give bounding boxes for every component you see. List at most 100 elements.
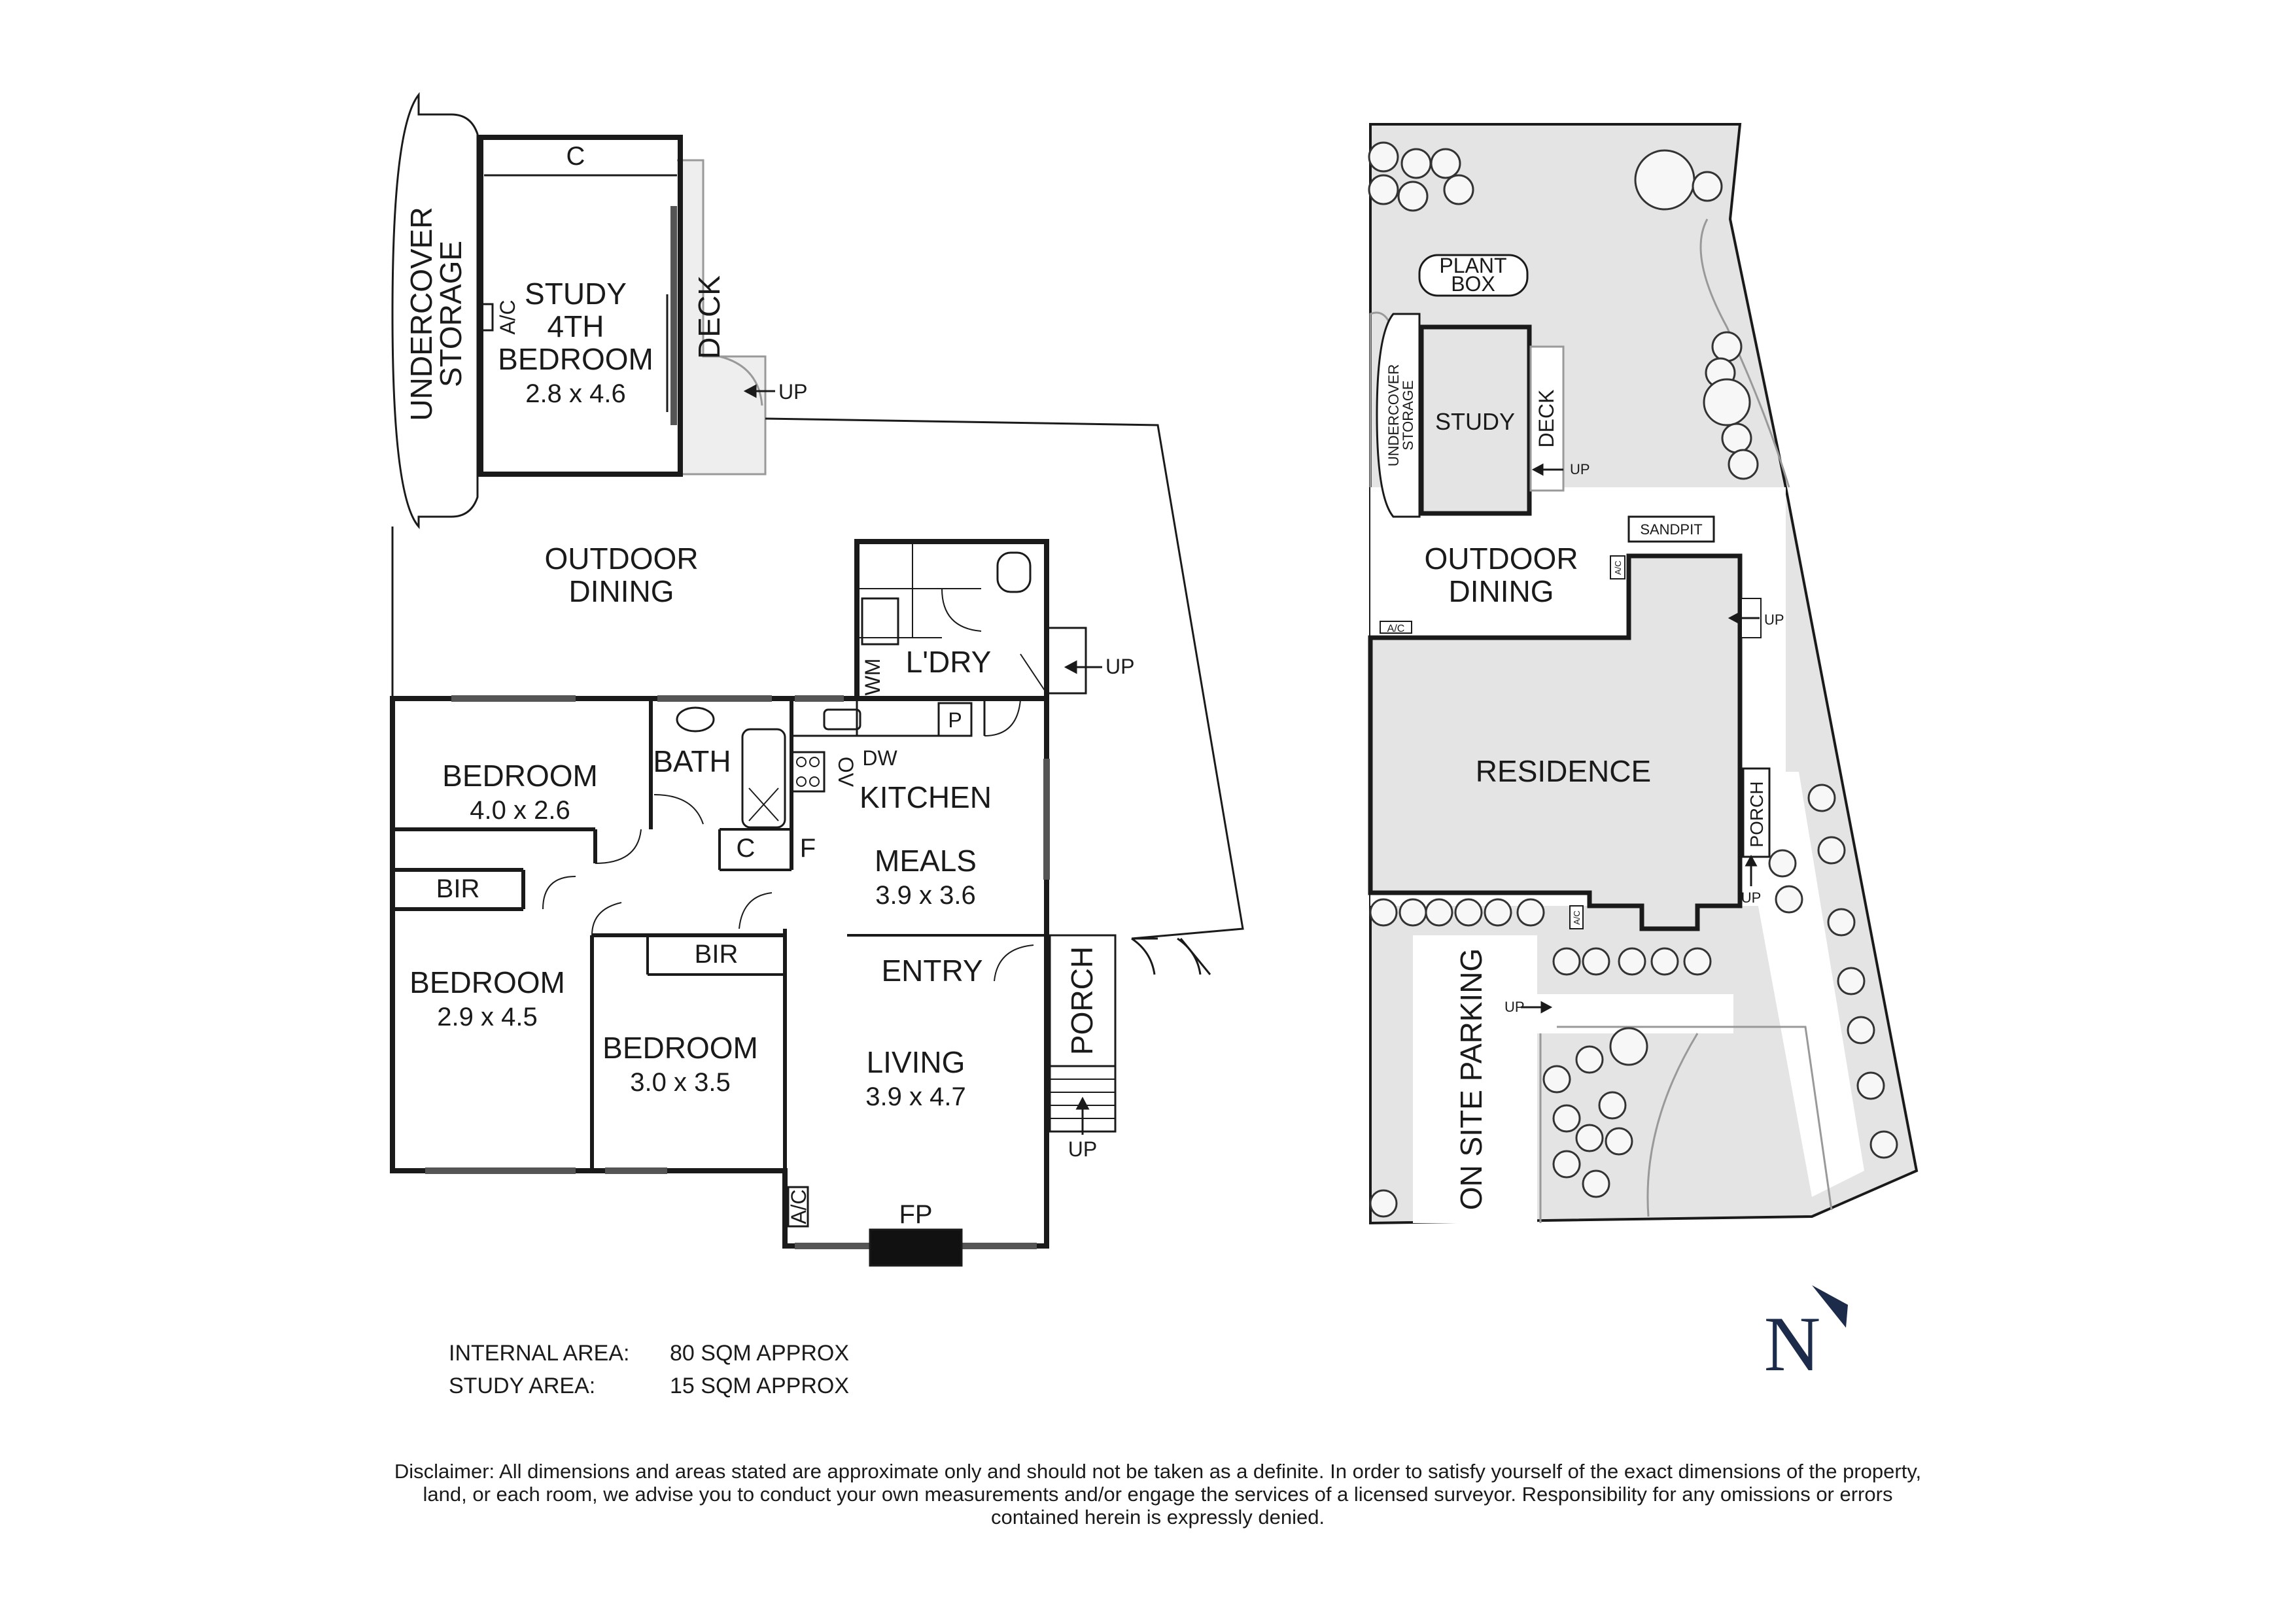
internal-area-label: INTERNAL AREA:: [449, 1341, 630, 1366]
basin: [676, 706, 715, 733]
meals-label: MEALS: [875, 844, 977, 878]
study-label-2: 4TH: [547, 309, 604, 343]
kitchen-label: KITCHEN: [860, 780, 992, 814]
porch-up-label: UP: [1068, 1137, 1097, 1161]
site-ac-right-label: A/C: [1613, 561, 1623, 575]
study-label-1: STUDY: [525, 277, 627, 311]
cooktop: [790, 751, 825, 793]
sandpit: [1627, 515, 1715, 543]
drive-strip: [1537, 994, 1733, 1033]
hall-door: [739, 892, 773, 929]
residence-label: RESIDENCE: [1476, 754, 1651, 788]
bedroom1-label: BEDROOM: [442, 759, 598, 793]
residence: [1368, 553, 1743, 931]
site-arrows: [1521, 463, 1760, 1014]
parking-label: ON SITE PARKING: [1454, 948, 1488, 1210]
floor-arrows: [743, 384, 1102, 1135]
site-study: [1419, 324, 1532, 516]
plant-box: [1418, 254, 1529, 297]
north-compass: N: [1764, 1285, 1848, 1387]
entry-door: [994, 944, 1034, 982]
laundry-door: [941, 588, 982, 632]
bir1-label: BIR: [436, 874, 480, 903]
sandpit-label: SANDPIT: [1640, 521, 1702, 538]
toilet: [996, 551, 1032, 593]
undercover-storage-outline: [391, 92, 479, 529]
site-side-up-label: UP: [1764, 612, 1784, 628]
parking-strip: [1413, 935, 1537, 1223]
undercover-storage-label-2: STORAGE: [434, 241, 468, 387]
site-deck-label: DECK: [1535, 390, 1558, 448]
study-ac-label: A/C: [496, 300, 519, 334]
plant-box-label-2: BOX: [1451, 272, 1495, 296]
bath-label: BATH: [653, 744, 731, 778]
porch-label: PORCH: [1065, 946, 1099, 1055]
kitchen-door: [984, 699, 1021, 736]
meals-dimensions: 3.9 x 3.6: [875, 881, 975, 910]
bedroom3-label: BEDROOM: [602, 1031, 758, 1065]
fireplace: [869, 1228, 963, 1267]
sink: [823, 708, 861, 731]
bedroom2-door: [542, 876, 576, 910]
floor-plan: [390, 92, 1244, 1267]
study-ac-unit: [479, 303, 494, 332]
fireplace-label: FP: [899, 1200, 932, 1229]
laundry-exit-door: [1047, 627, 1087, 695]
entry-label: ENTRY: [881, 954, 982, 988]
laundry-label: L'DRY: [906, 645, 992, 679]
trees: [1368, 141, 1898, 1218]
site-outdoor-dining-label-2: DINING: [1449, 574, 1554, 608]
living-label: LIVING: [867, 1045, 965, 1079]
deck-outline: [677, 159, 767, 475]
site-plan: PLANT BOX UNDERCOVER STORAGE STUDY DECK …: [1368, 123, 1919, 1225]
site-undercover-label-2: STORAGE: [1400, 380, 1416, 450]
study-label-3: BEDROOM: [498, 342, 653, 376]
site-undercover-storage: [1376, 313, 1421, 518]
fridge-label: F: [800, 834, 816, 863]
oven-label: OV: [834, 757, 858, 787]
outdoor-dining-outline: [391, 417, 1244, 975]
bedroom3-dimensions: 3.0 x 3.5: [630, 1068, 730, 1097]
living-ac-label: A/C: [787, 1189, 810, 1224]
site-porch-label: PORCH: [1747, 781, 1767, 847]
deck-up-label: UP: [778, 380, 807, 404]
bir2-label: BIR: [695, 940, 739, 969]
bedroom2-dimensions: 2.9 x 4.5: [437, 1003, 537, 1031]
wm-label: WM: [861, 659, 884, 696]
bath-door: [653, 794, 704, 825]
living-ac-unit: [787, 1186, 809, 1228]
parking-up-label: UP: [1504, 999, 1525, 1015]
deck-label: DECK: [692, 275, 726, 359]
site-deck: [1529, 345, 1565, 492]
laundry-tub: [861, 597, 899, 646]
outdoor-dining-label-1: OUTDOOR: [544, 542, 698, 576]
compass-letter: N: [1764, 1300, 1821, 1387]
site-porch-up-label: UP: [1741, 890, 1762, 906]
side-path: [1733, 772, 1864, 1197]
disclaimer-text: Disclaimer: All dimensions and areas sta…: [394, 1460, 1922, 1529]
laundry-up-label: UP: [1105, 655, 1134, 678]
laundry-room: [854, 539, 1049, 701]
study-area-value: 15 SQM APPROX: [670, 1373, 849, 1398]
outdoor-dining-label-2: DINING: [569, 574, 674, 608]
study-closet-label: C: [566, 142, 585, 171]
site-porch: [1742, 767, 1771, 858]
bedroom2-label: BEDROOM: [409, 965, 565, 999]
closet-label: C: [737, 834, 756, 863]
site-ac-left-label: A/C: [1387, 623, 1405, 634]
bedroom1-dimensions: 4.0 x 2.6: [470, 796, 570, 825]
pantry-label: P: [948, 708, 962, 732]
compass-pointer-icon: [1812, 1285, 1848, 1328]
study-dimensions: 2.8 x 4.6: [525, 379, 625, 408]
plant-box-label-1: PLANT: [1439, 254, 1506, 277]
dishwasher-label: DW: [862, 746, 897, 770]
pantry: [937, 702, 973, 737]
internal-area-value: 80 SQM APPROX: [670, 1341, 849, 1366]
deck-step: [719, 355, 763, 406]
undercover-storage-label-1: UNDERCOVER: [404, 207, 438, 421]
site-deck-up-label: UP: [1570, 461, 1590, 477]
bathtub: [741, 728, 786, 829]
outdoor-dining-line: [1131, 937, 1202, 975]
site-study-label: STUDY: [1435, 408, 1515, 435]
